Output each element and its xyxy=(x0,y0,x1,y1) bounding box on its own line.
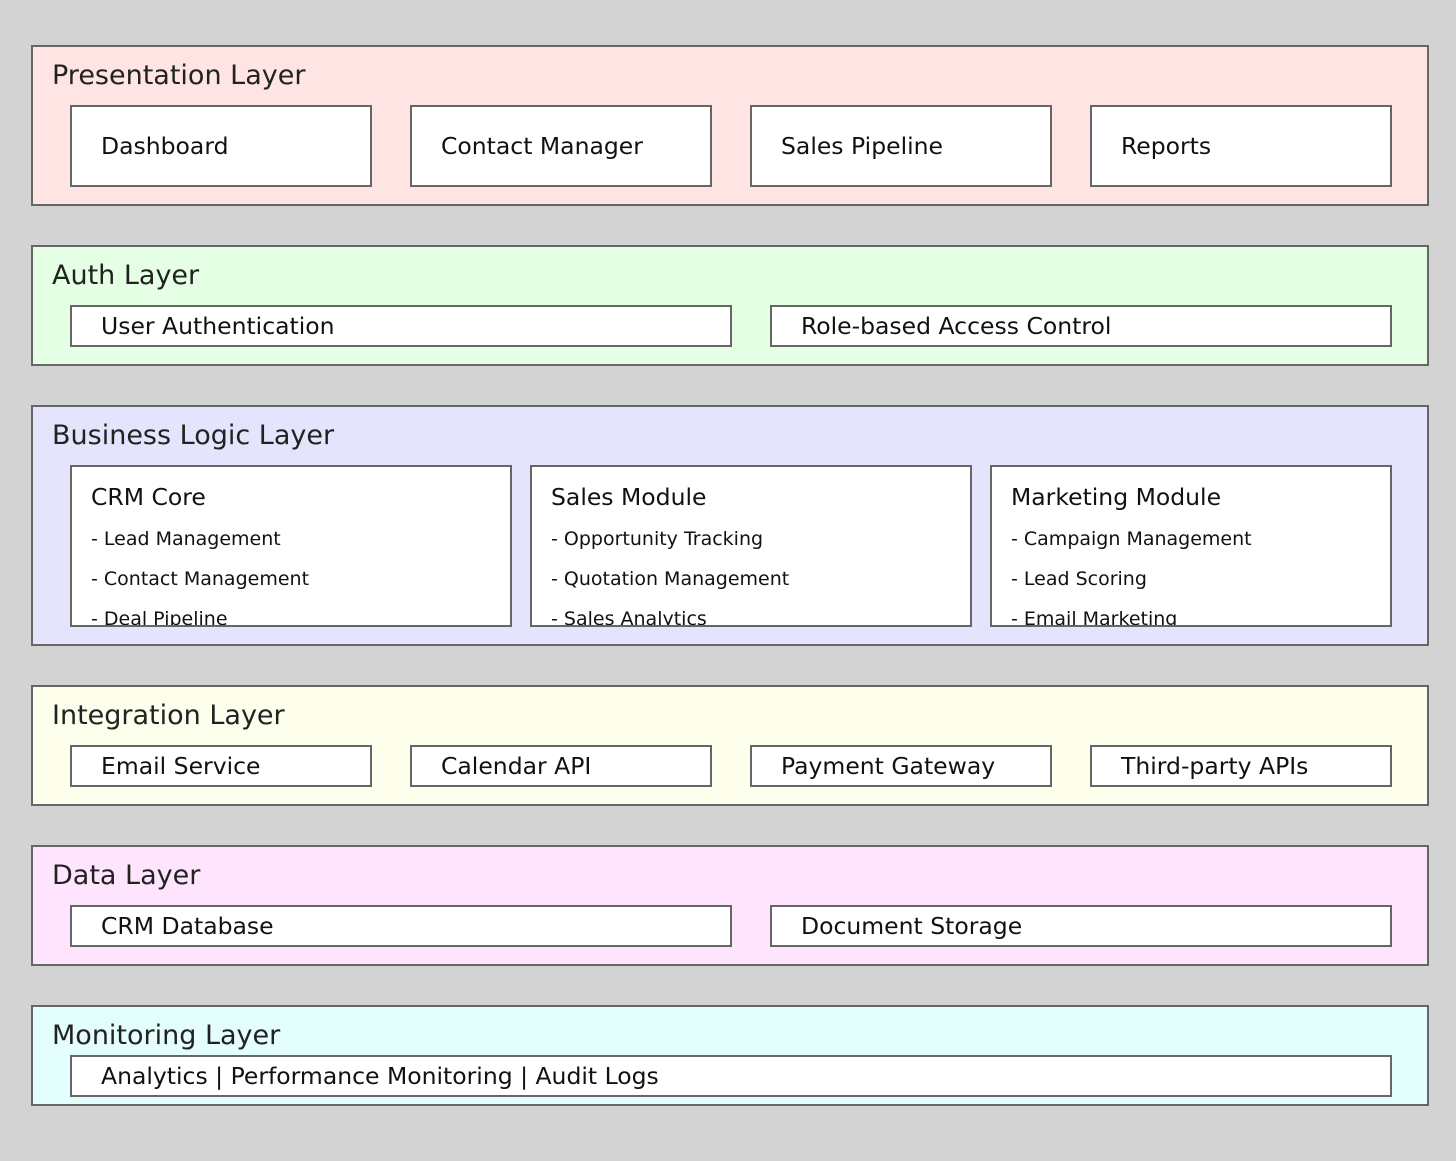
data-layer: Data Layer CRM Database Document Storage xyxy=(31,845,1429,966)
email-service-label: Email Service xyxy=(101,752,261,780)
marketing-module: Marketing Module - Campaign Management -… xyxy=(990,465,1392,627)
monitoring-services-label: Analytics | Performance Monitoring | Aud… xyxy=(101,1062,659,1090)
email-service-box: Email Service xyxy=(70,745,372,787)
sales-analytics-item: - Sales Analytics xyxy=(551,608,707,627)
presentation-layer-title: Presentation Layer xyxy=(52,60,306,91)
monitoring-layer-title: Monitoring Layer xyxy=(52,1020,281,1051)
auth-layer: Auth Layer User Authentication Role-base… xyxy=(31,245,1429,366)
marketing-module-title: Marketing Module xyxy=(1011,483,1222,511)
role-based-access-control-label: Role-based Access Control xyxy=(801,312,1112,340)
payment-gateway-label: Payment Gateway xyxy=(781,752,996,780)
monitoring-layer: Monitoring Layer Analytics | Performance… xyxy=(31,1005,1429,1106)
document-storage-label: Document Storage xyxy=(801,912,1023,940)
data-layer-title: Data Layer xyxy=(52,860,201,891)
crm-core-module: CRM Core - Lead Management - Contact Man… xyxy=(70,465,512,627)
contact-management-item: - Contact Management xyxy=(91,568,310,590)
dashboard-box: Dashboard xyxy=(70,105,372,187)
sales-pipeline-box: Sales Pipeline xyxy=(750,105,1052,187)
user-authentication-box: User Authentication xyxy=(70,305,732,347)
document-storage-box: Document Storage xyxy=(770,905,1392,947)
crm-database-label: CRM Database xyxy=(101,912,274,940)
third-party-apis-box: Third-party APIs xyxy=(1090,745,1392,787)
crm-core-title: CRM Core xyxy=(91,483,206,511)
integration-layer-title: Integration Layer xyxy=(52,700,285,731)
contact-manager-box: Contact Manager xyxy=(410,105,712,187)
payment-gateway-box: Payment Gateway xyxy=(750,745,1052,787)
lead-management-item: - Lead Management xyxy=(91,528,281,550)
integration-layer: Integration Layer Email Service Calendar… xyxy=(31,685,1429,806)
calendar-api-label: Calendar API xyxy=(441,752,592,780)
sales-module: Sales Module - Opportunity Tracking - Qu… xyxy=(530,465,972,627)
calendar-api-box: Calendar API xyxy=(410,745,712,787)
opportunity-tracking-item: - Opportunity Tracking xyxy=(551,528,764,550)
auth-layer-title: Auth Layer xyxy=(52,260,200,291)
sales-module-title: Sales Module xyxy=(551,483,707,511)
quotation-management-item: - Quotation Management xyxy=(551,568,790,590)
deal-pipeline-item: - Deal Pipeline xyxy=(91,608,228,627)
presentation-layer: Presentation Layer Dashboard Contact Man… xyxy=(31,45,1429,206)
reports-label: Reports xyxy=(1121,132,1212,160)
crm-database-box: CRM Database xyxy=(70,905,732,947)
business-logic-layer-title: Business Logic Layer xyxy=(52,420,335,451)
email-marketing-item: - Email Marketing xyxy=(1011,608,1178,627)
user-authentication-label: User Authentication xyxy=(101,312,335,340)
dashboard-label: Dashboard xyxy=(101,132,229,160)
monitoring-services-box: Analytics | Performance Monitoring | Aud… xyxy=(70,1055,1392,1097)
business-logic-layer: Business Logic Layer CRM Core - Lead Man… xyxy=(31,405,1429,646)
role-based-access-control-box: Role-based Access Control xyxy=(770,305,1392,347)
lead-scoring-item: - Lead Scoring xyxy=(1011,568,1147,590)
contact-manager-label: Contact Manager xyxy=(441,132,643,160)
reports-box: Reports xyxy=(1090,105,1392,187)
third-party-apis-label: Third-party APIs xyxy=(1121,752,1309,780)
sales-pipeline-label: Sales Pipeline xyxy=(781,132,943,160)
campaign-management-item: - Campaign Management xyxy=(1011,528,1252,550)
